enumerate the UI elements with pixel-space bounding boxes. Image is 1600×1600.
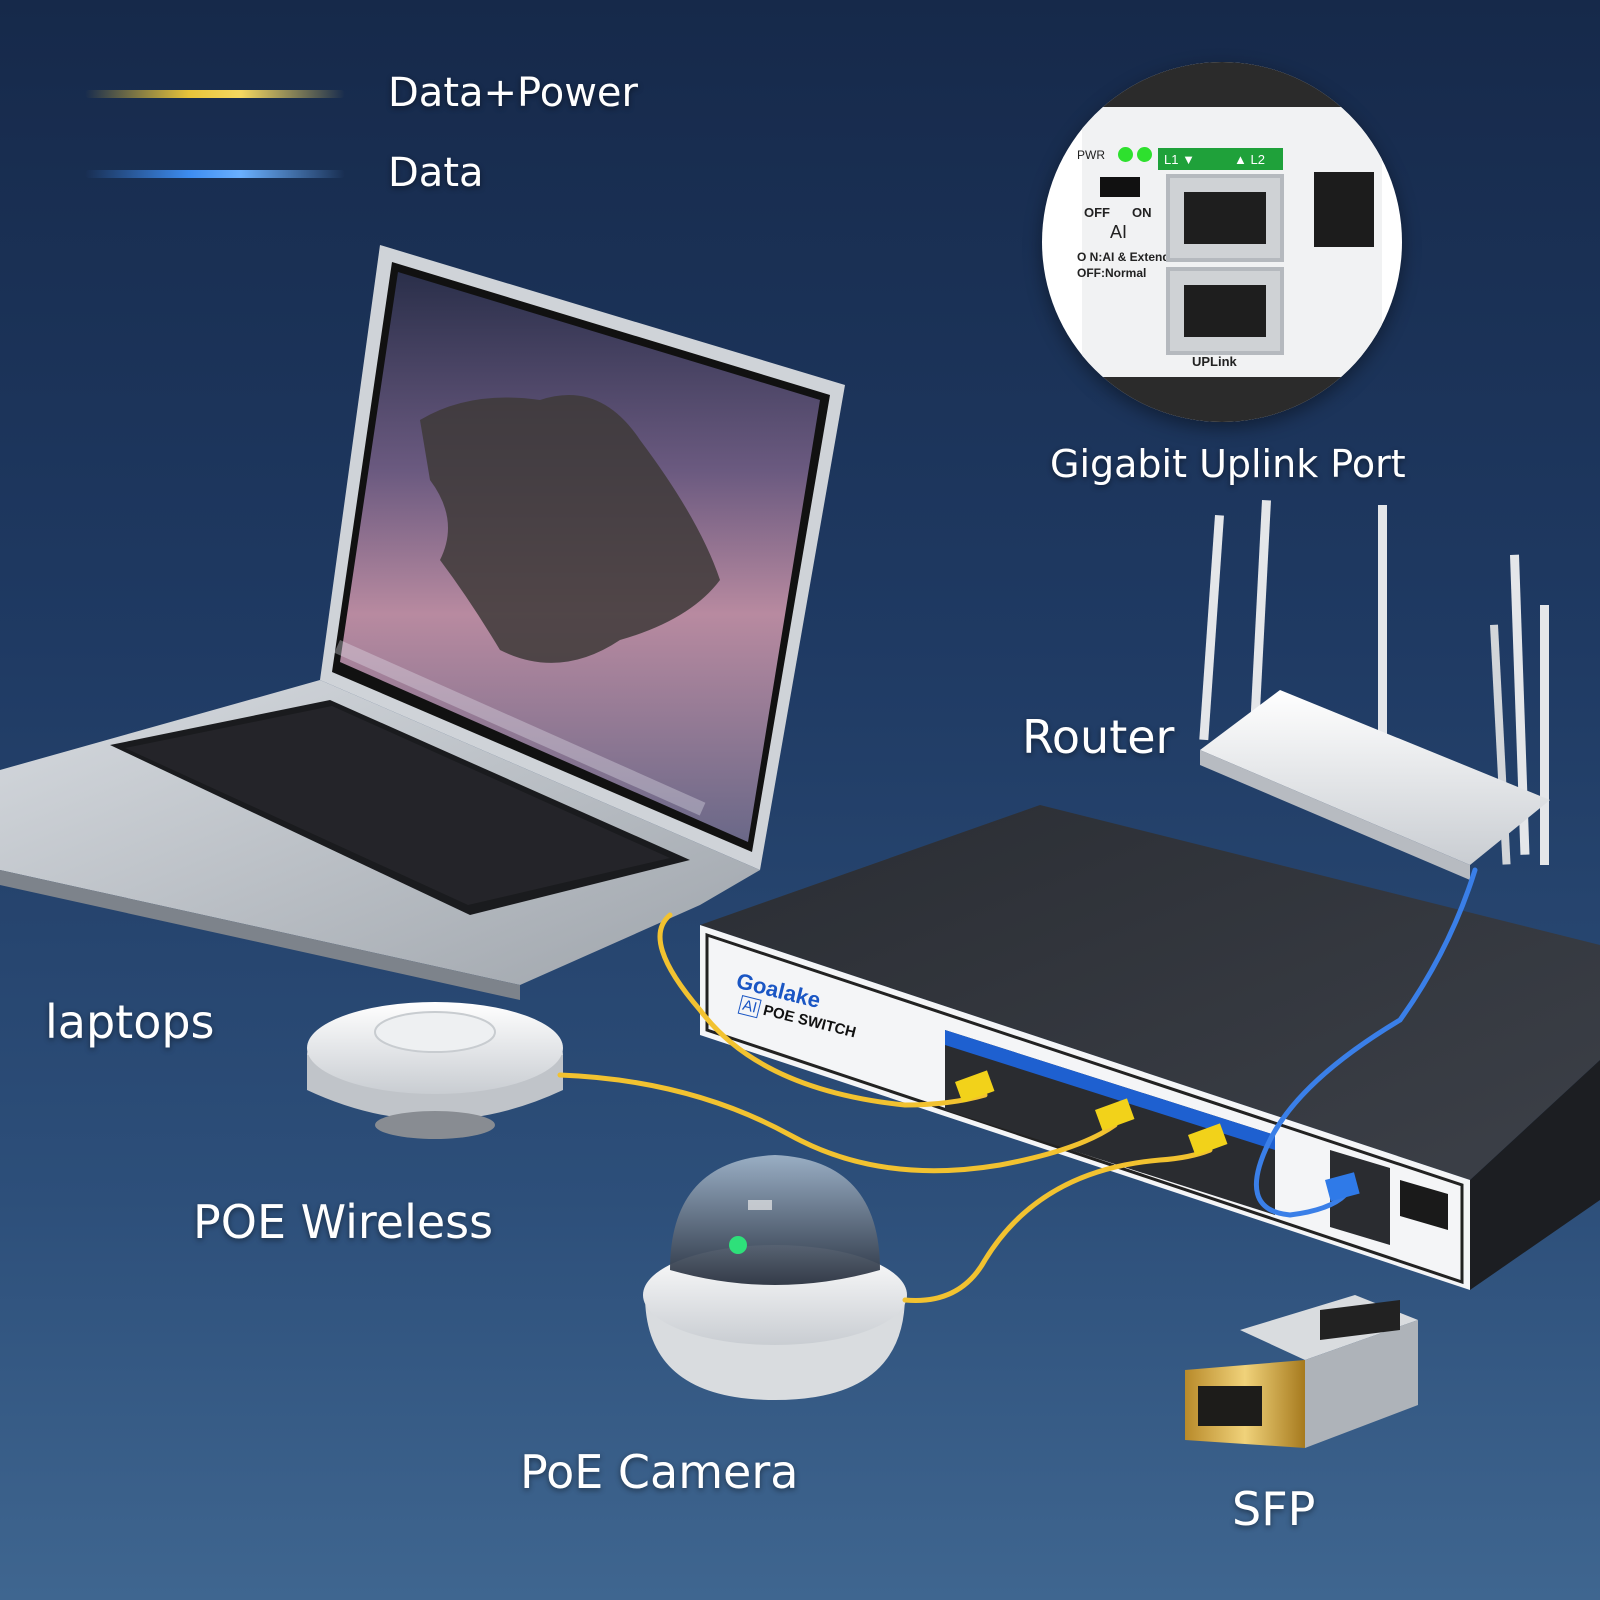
uplink-port-1[interactable] (1166, 174, 1284, 262)
poe-camera (643, 1155, 907, 1400)
cables (557, 867, 1478, 1303)
sfp-slot-zoom[interactable] (1314, 172, 1374, 247)
switch-ai-label: AI (1110, 222, 1128, 242)
uplink-l2-label: ▲ L2 (1234, 152, 1265, 167)
legend-line-data (85, 170, 345, 178)
sfp-module (1185, 1295, 1418, 1448)
label-poe-wireless: POE Wireless (193, 1195, 494, 1249)
legend-line-data-power (85, 90, 345, 98)
uplink-port-2[interactable] (1166, 267, 1284, 355)
mode-on-label: O N:AI & Extend (1077, 250, 1170, 264)
uplink-port-zoom: PWR OFF ON AI O N:AI & Extend OFF:Normal… (1042, 62, 1402, 422)
laptop (0, 245, 845, 1000)
switch-on-label: ON (1132, 205, 1152, 220)
switch-off-label: OFF (1084, 205, 1110, 220)
wireless-access-point (307, 1002, 563, 1139)
mode-off-label: OFF:Normal (1077, 266, 1147, 280)
label-poe-camera: PoE Camera (520, 1445, 799, 1499)
pwr-led-1 (1118, 147, 1133, 162)
uplink-port-2-socket (1184, 285, 1266, 337)
pwr-led-2 (1137, 147, 1152, 162)
uplink-l1-label: L1 ▼ (1164, 152, 1195, 167)
legend-label-data-power: Data+Power (388, 70, 638, 116)
label-sfp: SFP (1232, 1482, 1316, 1536)
ai-switch[interactable] (1100, 177, 1140, 197)
router (1199, 500, 1550, 880)
uplink-header (1158, 148, 1283, 170)
label-gigabit-uplink-port: Gigabit Uplink Port (1050, 442, 1406, 486)
zoom-bottom-bezel (1042, 377, 1402, 422)
uplink-port-1-socket (1184, 192, 1266, 244)
uplink-port-label: UPLink (1192, 354, 1237, 369)
label-laptops: laptops (45, 995, 215, 1049)
label-router: Router (1022, 710, 1175, 764)
zoom-top-bezel (1042, 62, 1402, 107)
pwr-label: PWR (1077, 148, 1105, 162)
legend-label-data: Data (388, 150, 484, 196)
